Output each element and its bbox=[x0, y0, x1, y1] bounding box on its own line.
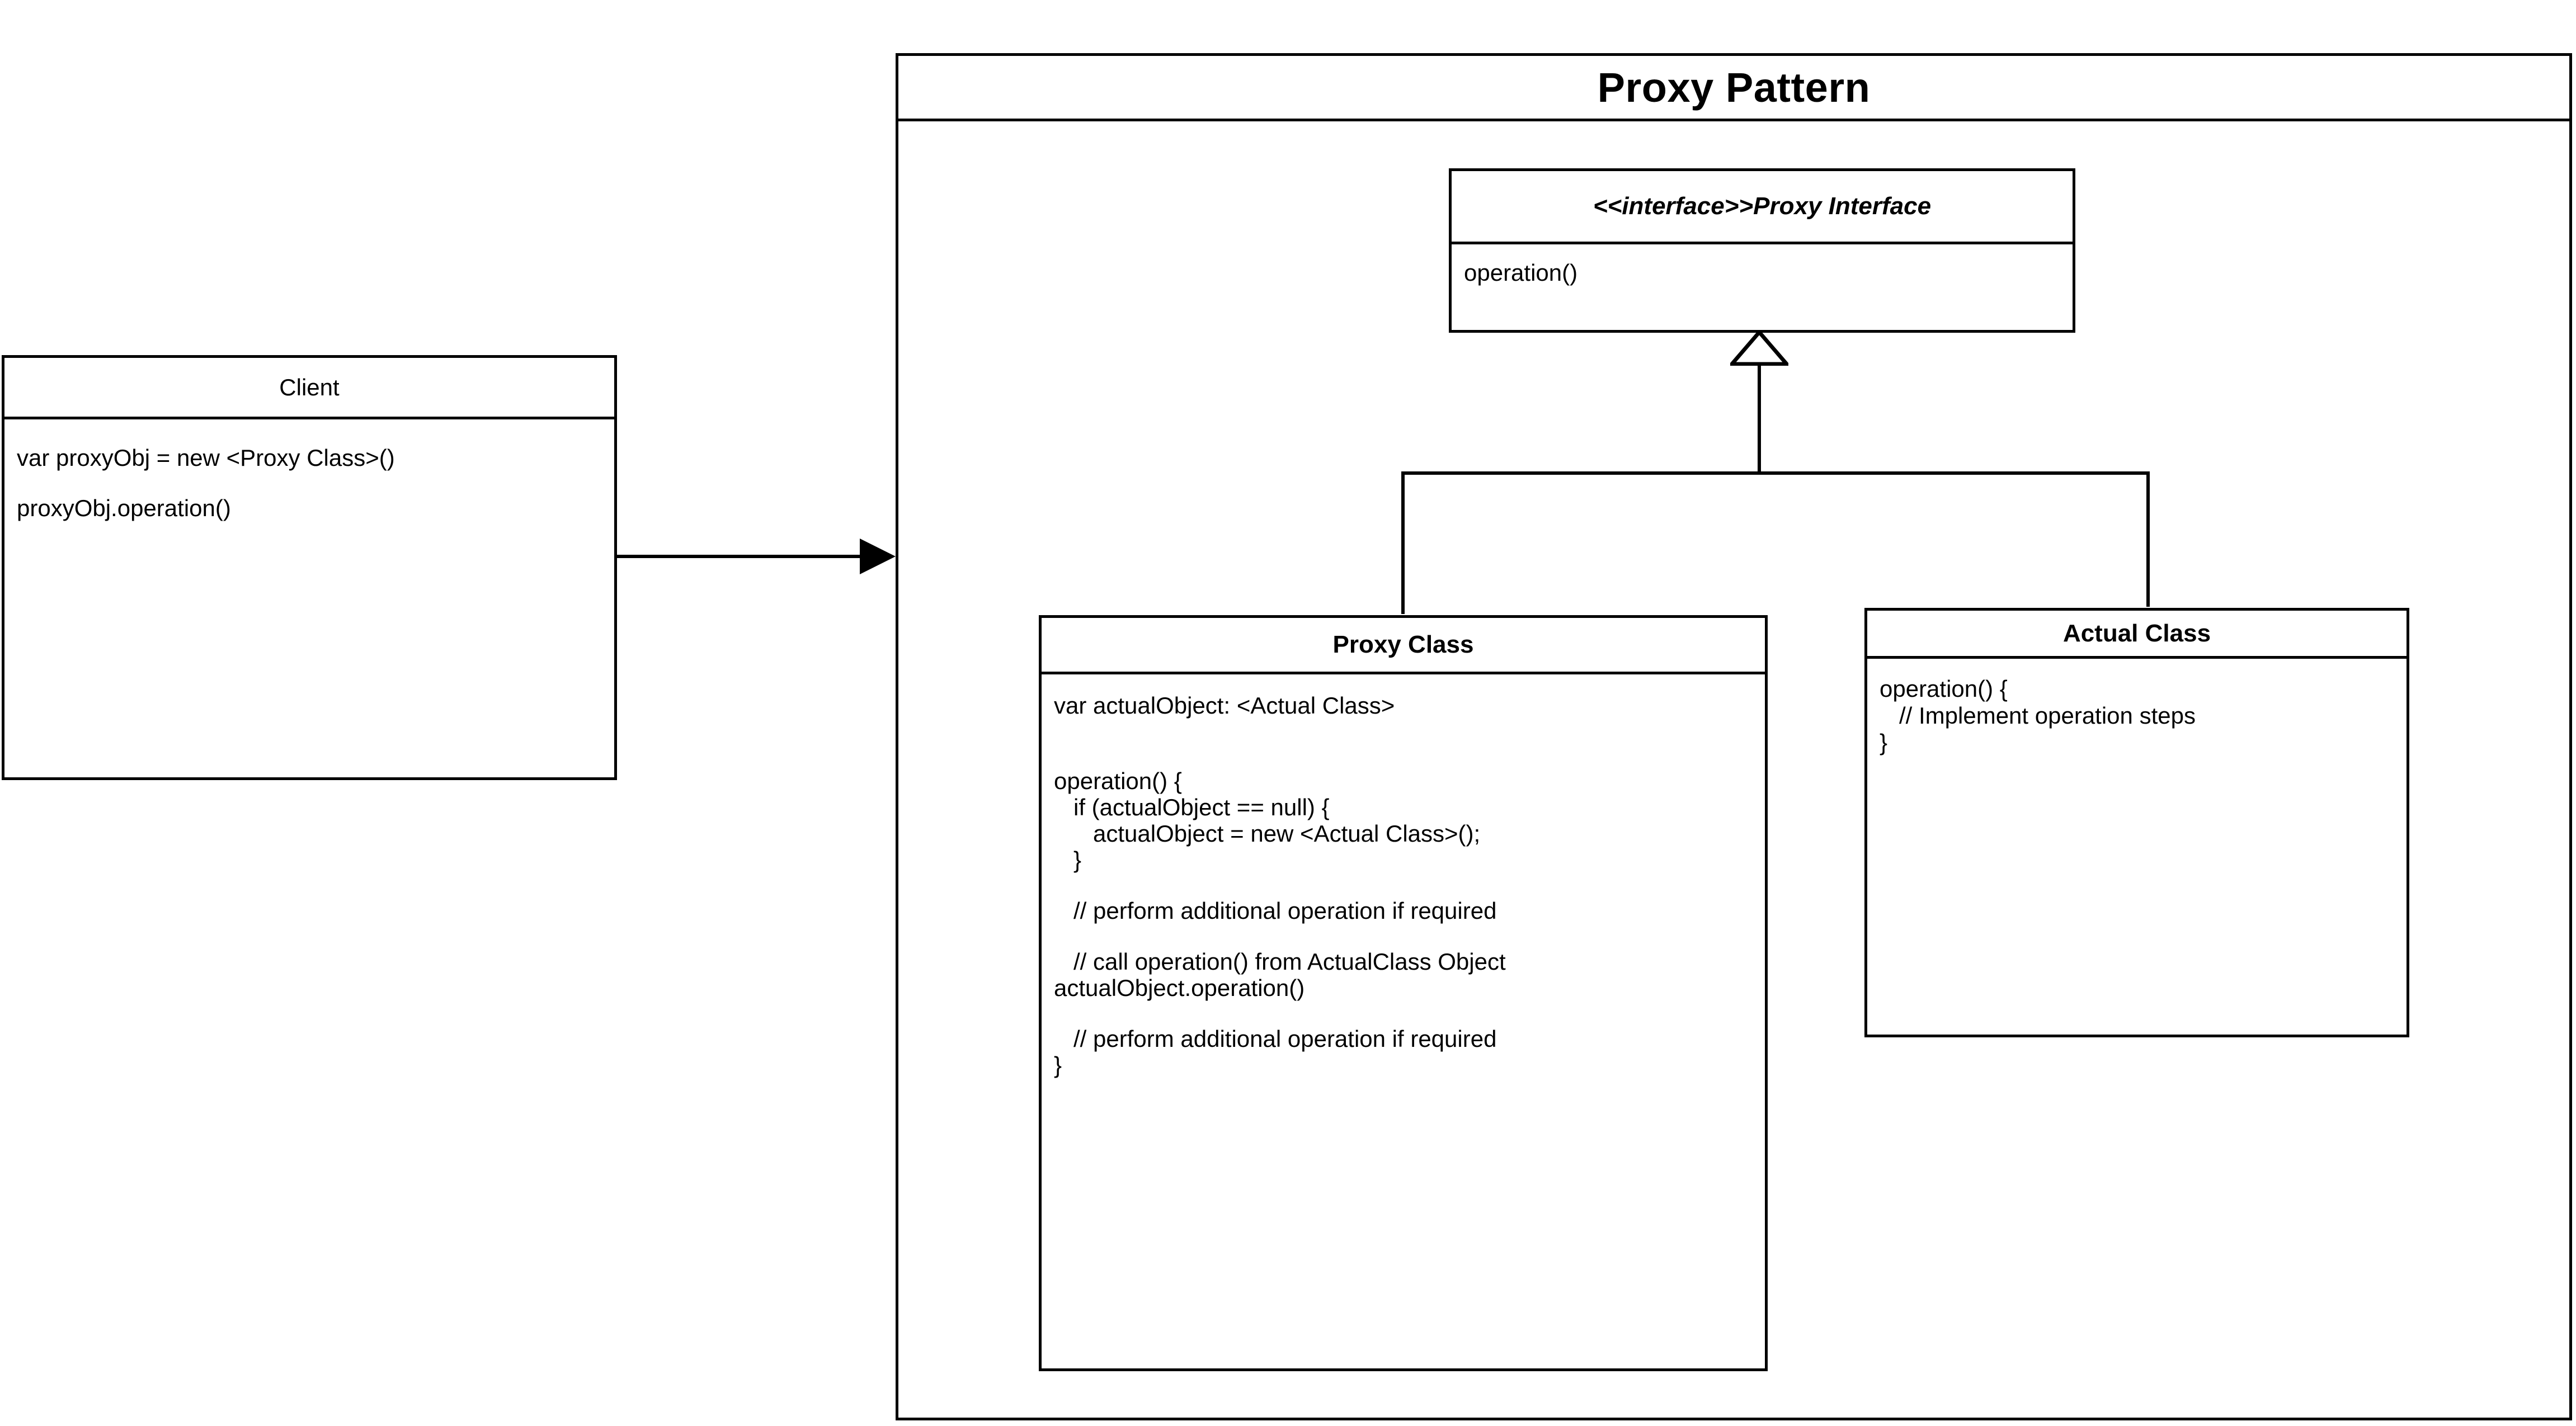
client-class-box[interactable]: Client var proxyObj = new <Proxy Class>(… bbox=[2, 355, 617, 780]
client-to-pattern-arrowhead-icon bbox=[860, 539, 896, 574]
proxy-class-title: Proxy Class bbox=[1332, 631, 1474, 658]
client-code-line: proxyObj.operation() bbox=[17, 495, 231, 521]
proxy-class-comment: // perform additional operation if requi… bbox=[1054, 1026, 1497, 1052]
actual-class-box[interactable]: Actual Class operation() { // Implement … bbox=[1864, 608, 2409, 1037]
pattern-container-box: Proxy Pattern <<interface>>Proxy Interfa… bbox=[896, 53, 2572, 1420]
proxy-class-method-line: operation() { bbox=[1054, 768, 1182, 795]
client-header: Client bbox=[4, 358, 614, 419]
client-to-pattern-arrow-shaft bbox=[617, 555, 863, 558]
proxy-class-header: Proxy Class bbox=[1042, 618, 1765, 674]
actual-class-body: operation() { // Implement operation ste… bbox=[1867, 659, 2407, 756]
actual-class-code-line: } bbox=[1880, 729, 1888, 756]
spacer bbox=[1054, 1001, 1753, 1026]
proxy-class-comment: // call operation() from ActualClass Obj… bbox=[1054, 948, 1506, 975]
page-title: Proxy Pattern bbox=[1597, 64, 1871, 111]
actual-class-title: Actual Class bbox=[2062, 619, 2211, 647]
proxy-interface-header: <<interface>>Proxy Interface bbox=[1452, 171, 2073, 244]
proxy-interface-title: <<interface>>Proxy Interface bbox=[1593, 192, 1932, 220]
generalization-triangle-icon bbox=[1730, 331, 1788, 366]
proxy-class-method-line: if (actualObject == null) { bbox=[1054, 794, 1330, 821]
spacer bbox=[1054, 873, 1753, 898]
proxy-interface-body: operation() bbox=[1452, 244, 2073, 285]
spacer bbox=[1054, 924, 1753, 948]
client-code-line: var proxyObj = new <Proxy Class>() bbox=[17, 445, 395, 471]
proxy-interface-member: operation() bbox=[1464, 259, 1578, 286]
spacer bbox=[1054, 743, 1753, 768]
generalization-drop-to-proxy-class bbox=[1401, 471, 1405, 614]
proxy-interface-box[interactable]: <<interface>>Proxy Interface operation() bbox=[1449, 168, 2075, 333]
generalization-drop-to-actual-class bbox=[2146, 471, 2150, 607]
proxy-class-field: var actualObject: <Actual Class> bbox=[1054, 692, 1395, 719]
spacer bbox=[1054, 719, 1753, 743]
client-body: var proxyObj = new <Proxy Class>() proxy… bbox=[4, 419, 614, 547]
generalization-vertical-line bbox=[1758, 363, 1761, 474]
actual-class-code-line: // Implement operation steps bbox=[1880, 702, 2196, 729]
proxy-class-closing-brace: } bbox=[1054, 1052, 1062, 1079]
proxy-class-method-line: } bbox=[1054, 847, 1082, 873]
proxy-class-box[interactable]: Proxy Class var actualObject: <Actual Cl… bbox=[1039, 615, 1768, 1371]
proxy-class-body: var actualObject: <Actual Class> operati… bbox=[1042, 674, 1765, 1078]
proxy-class-call-line: actualObject.operation() bbox=[1054, 975, 1305, 1002]
generalization-horizontal-bar bbox=[1401, 471, 2150, 475]
proxy-class-comment: // perform additional operation if requi… bbox=[1054, 898, 1497, 924]
actual-class-code-line: operation() { bbox=[1880, 676, 2008, 702]
pattern-title-band: Proxy Pattern bbox=[898, 56, 2569, 121]
actual-class-header: Actual Class bbox=[1867, 611, 2407, 659]
client-title: Client bbox=[279, 374, 340, 400]
proxy-class-method-line: actualObject = new <Actual Class>(); bbox=[1054, 820, 1481, 847]
